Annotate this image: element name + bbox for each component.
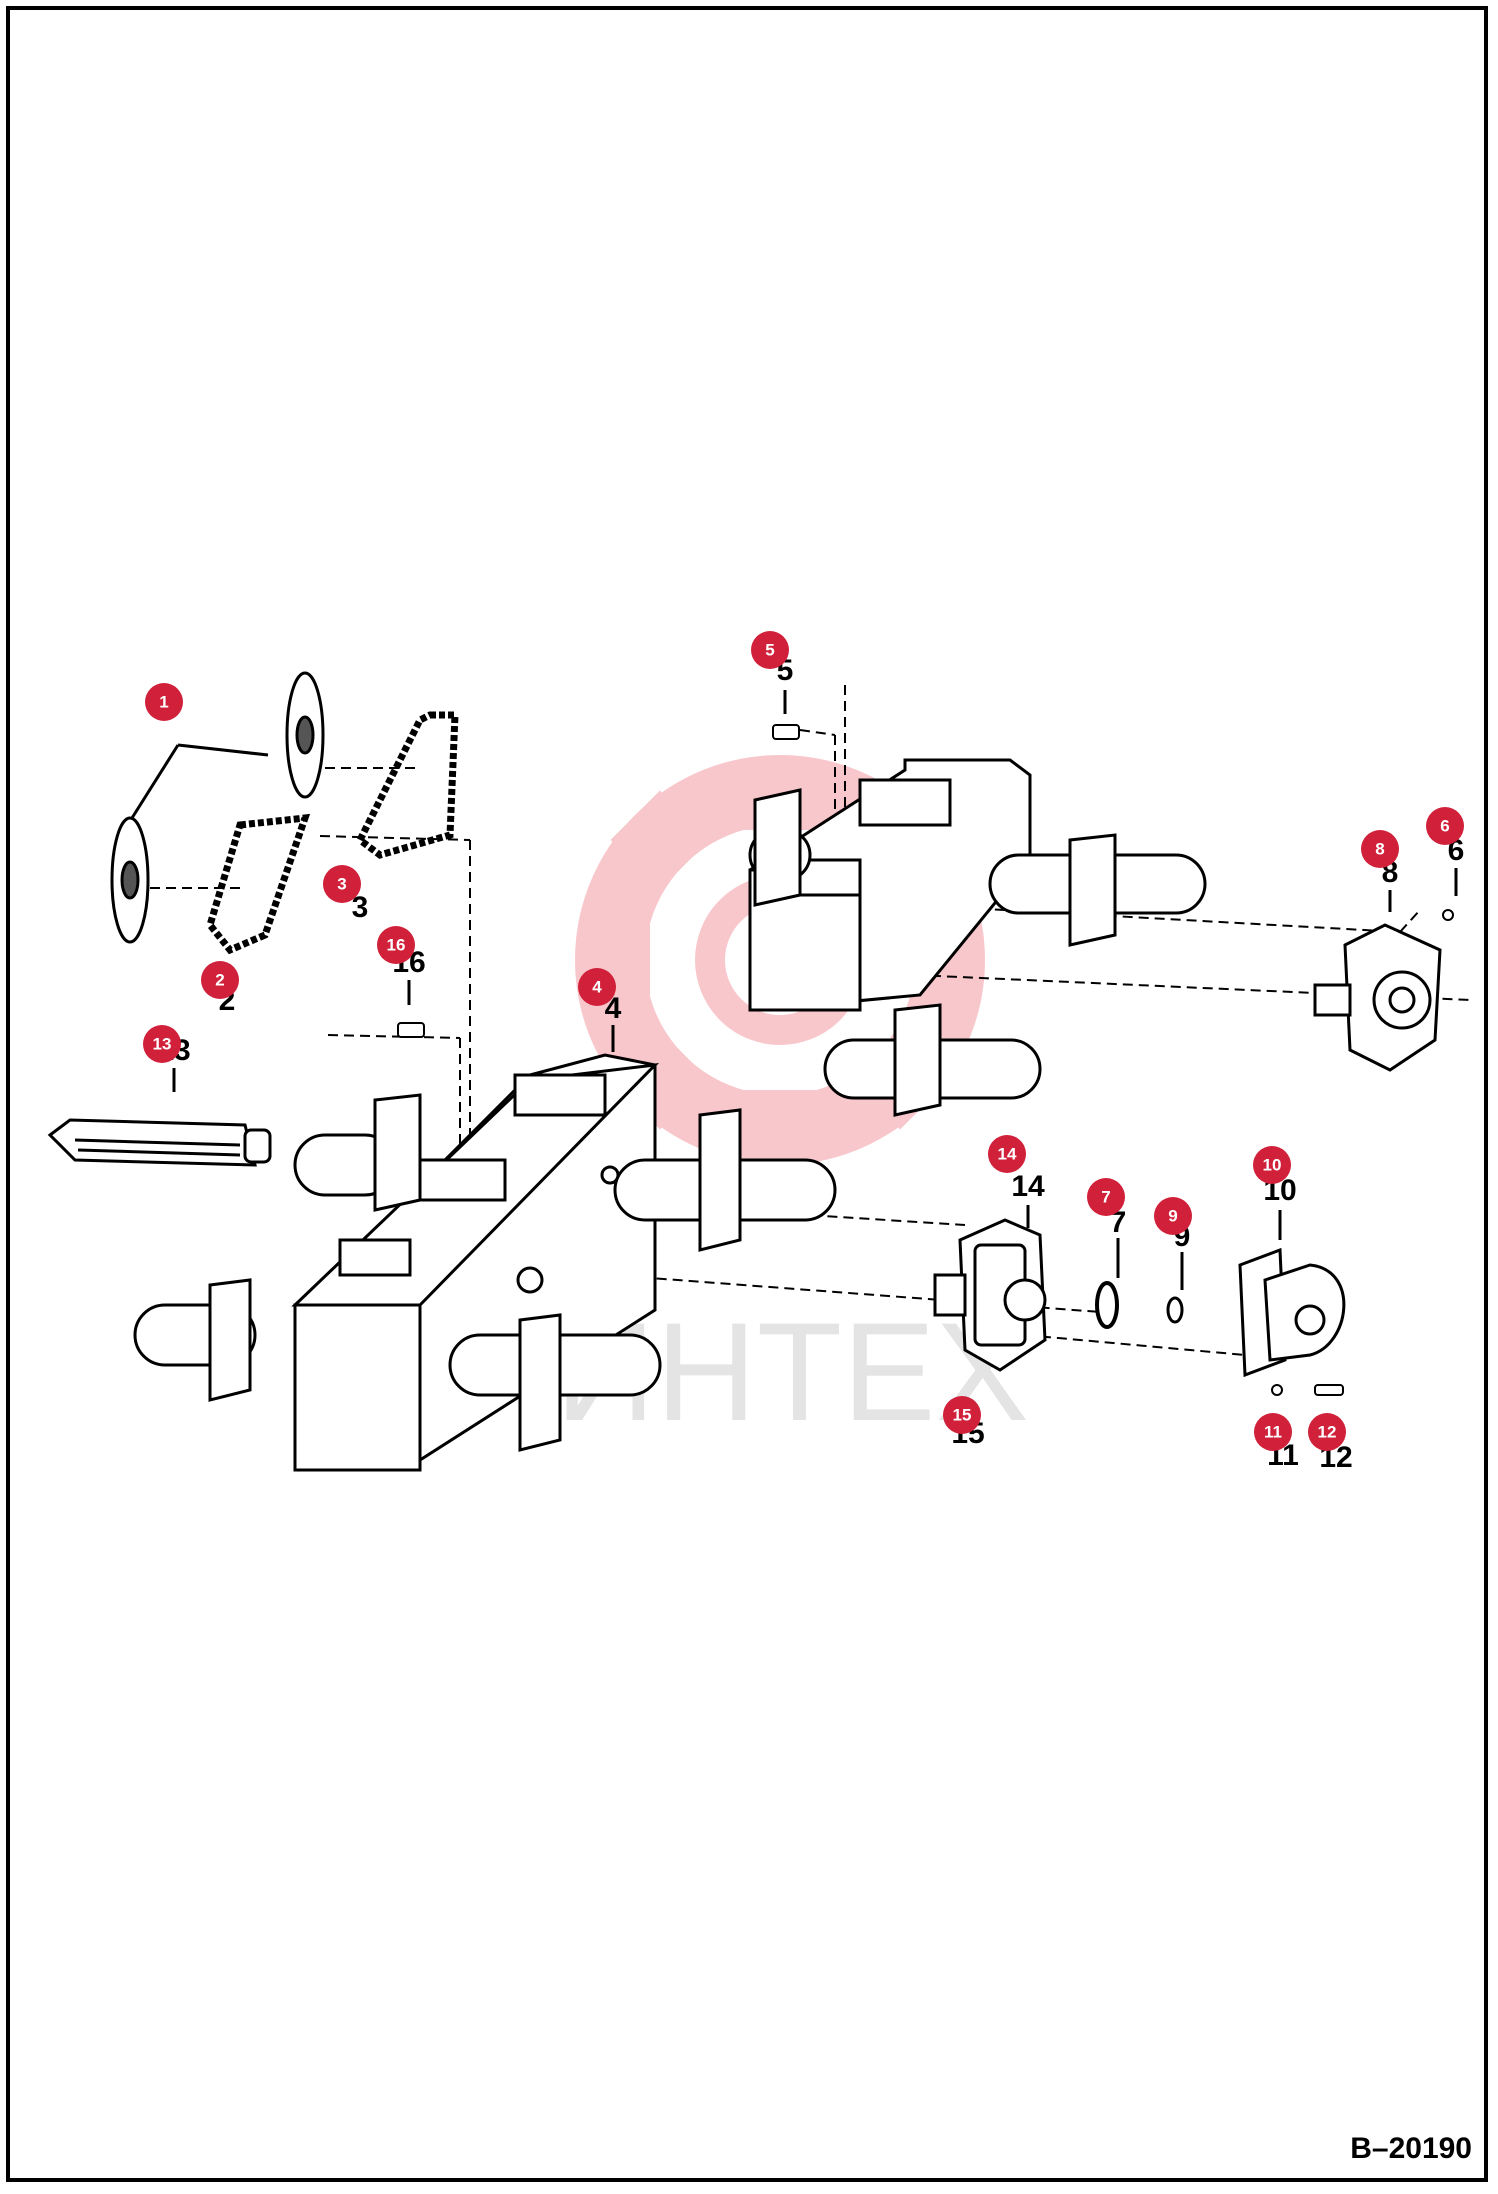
svg-text:12: 12 (1318, 1423, 1337, 1442)
sprocket-upper (285, 671, 325, 799)
callout-16[interactable]: 16 (377, 926, 415, 964)
svg-text:14: 14 (998, 1145, 1017, 1164)
o-ring-9 (1166, 1296, 1184, 1324)
callout-1[interactable]: 1 (145, 683, 183, 721)
motor-housing (1238, 1247, 1346, 1378)
callout-10[interactable]: 10 (1253, 1146, 1291, 1184)
svg-text:11: 11 (1264, 1423, 1282, 1442)
svg-text:3: 3 (337, 875, 346, 894)
axle-stubs-front (133, 1093, 837, 1452)
svg-text:2: 2 (215, 971, 224, 990)
washer-11 (1271, 1384, 1283, 1396)
leader-lines (130, 690, 1458, 1290)
callout-11[interactable]: 11 (1254, 1413, 1292, 1451)
callout-9[interactable]: 9 (1154, 1197, 1192, 1235)
svg-text:8: 8 (1375, 840, 1384, 859)
chain-small (206, 813, 311, 955)
callout-13[interactable]: 13 (143, 1025, 181, 1063)
svg-text:6: 6 (1440, 817, 1449, 836)
callout-2[interactable]: 2 (201, 961, 239, 999)
motor-upper (1313, 923, 1442, 1072)
callout-3[interactable]: 3 (323, 865, 361, 903)
hydraulic-motor (933, 1218, 1047, 1372)
o-ring-7 (1095, 1281, 1119, 1329)
svg-text:1: 1 (159, 693, 168, 712)
svg-text:5: 5 (765, 641, 774, 660)
bolt-16 (397, 1022, 425, 1038)
sprocket-lower (110, 816, 150, 944)
callout-15[interactable]: 15 (943, 1396, 981, 1434)
chain-large (355, 711, 459, 859)
grease-tube (47, 1118, 272, 1167)
svg-text:13: 13 (153, 1035, 172, 1054)
svg-text:15: 15 (953, 1406, 972, 1425)
callout-7[interactable]: 7 (1087, 1178, 1125, 1216)
axle-housing-rear (748, 758, 1207, 1117)
part-number-14: 14 (1011, 1170, 1045, 1203)
callout-14[interactable]: 14 (988, 1135, 1026, 1173)
part-number-3: 3 (352, 891, 369, 924)
svg-text:10: 10 (1263, 1156, 1282, 1175)
washer-6 (1442, 909, 1454, 921)
svg-text:16: 16 (387, 936, 406, 955)
bolt-12 (1314, 1384, 1344, 1396)
drawing-number: B–20190 (1350, 2132, 1472, 2165)
drawing-frame (6, 6, 1488, 2182)
callout-6[interactable]: 6 (1426, 807, 1464, 845)
callout-12[interactable]: 12 (1308, 1413, 1346, 1451)
bolt-5 (772, 724, 800, 740)
svg-text:7: 7 (1101, 1188, 1110, 1207)
svg-text:4: 4 (592, 978, 602, 997)
callout-4[interactable]: 4 (578, 968, 616, 1006)
callout-5[interactable]: 5 (751, 631, 789, 669)
svg-text:9: 9 (1168, 1207, 1177, 1226)
callout-8[interactable]: 8 (1361, 830, 1399, 868)
